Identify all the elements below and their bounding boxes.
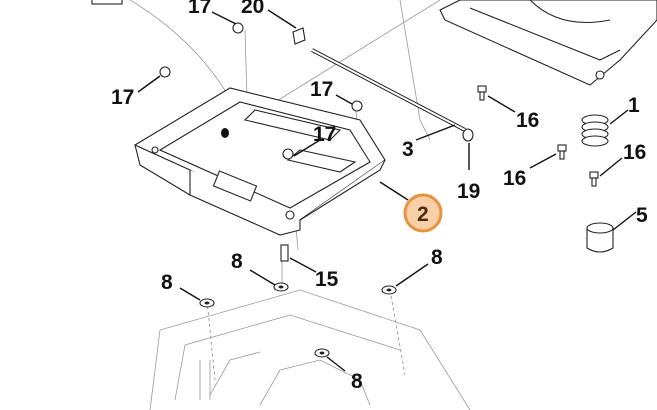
leader-lines [137, 9, 637, 372]
callout-17[interactable]: 17 [111, 86, 134, 109]
callout-3[interactable]: 3 [402, 138, 414, 161]
callout-8[interactable]: 8 [231, 250, 243, 273]
washers-8 [199, 282, 397, 358]
bolt-15 [280, 244, 289, 262]
callout-8[interactable]: 8 [431, 246, 443, 269]
bolts-16 [477, 85, 599, 187]
callout-16[interactable]: 16 [623, 141, 646, 164]
callout-17[interactable]: 17 [310, 78, 333, 101]
highlighted-callout-circle[interactable] [403, 193, 443, 233]
partial-component [91, 0, 123, 5]
cap-part [586, 222, 614, 253]
washer-19 [462, 128, 474, 142]
clip-20 [292, 27, 306, 45]
callout-17[interactable]: 17 [313, 123, 336, 146]
callout-16[interactable]: 16 [503, 167, 526, 190]
callout-17[interactable]: 17 [188, 0, 211, 18]
callout-8[interactable]: 8 [161, 271, 173, 294]
nuts-17 [159, 22, 363, 160]
spring-part [581, 114, 609, 147]
seat-plate-part [133, 87, 386, 236]
callout-19[interactable]: 19 [457, 180, 480, 203]
callout-16[interactable]: 16 [516, 109, 539, 132]
callout-8[interactable]: 8 [351, 370, 363, 393]
callout-15[interactable]: 15 [315, 268, 339, 291]
callout-1[interactable]: 1 [628, 94, 640, 117]
callout-5[interactable]: 5 [636, 204, 648, 227]
callout-2-highlighted[interactable]: 2 [417, 203, 429, 226]
callout-20[interactable]: 20 [241, 0, 264, 18]
bracket-part [439, 0, 657, 86]
